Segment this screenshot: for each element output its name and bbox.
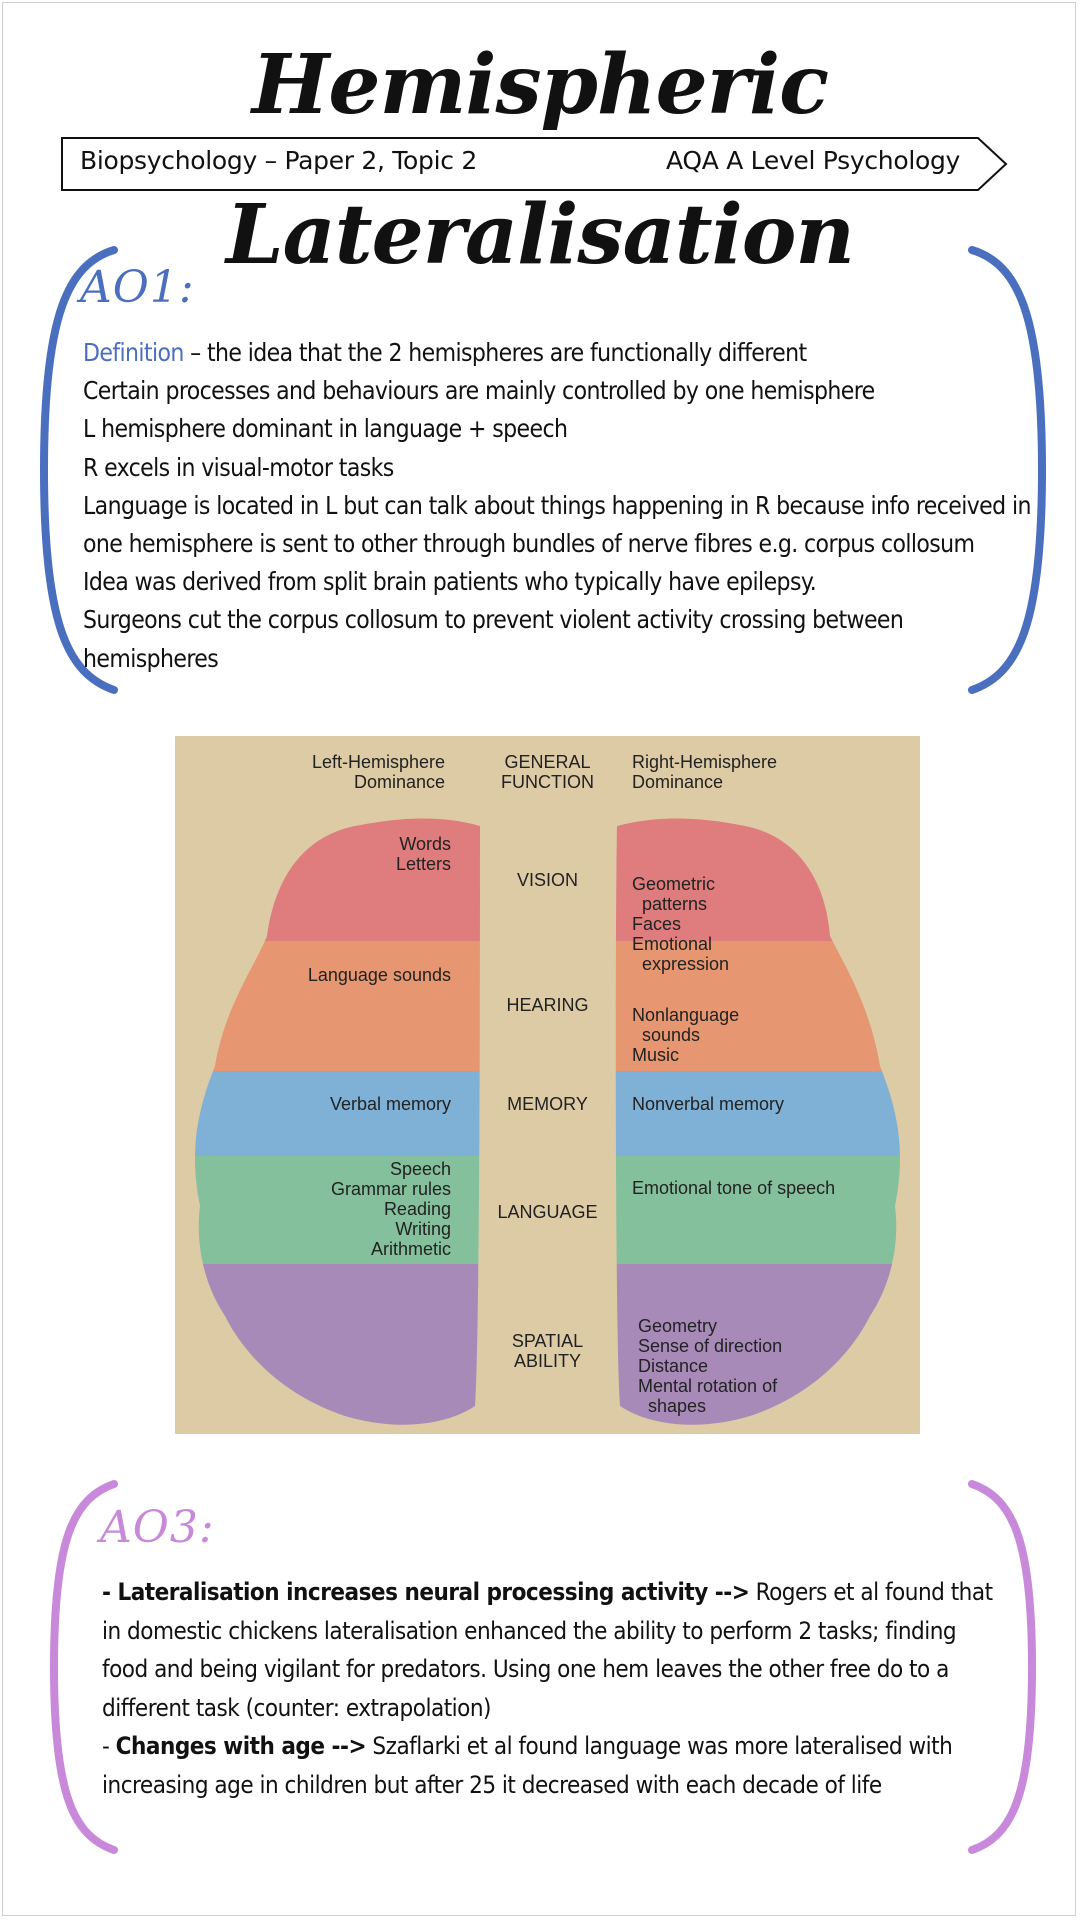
left-hearing-label: Language sounds <box>307 965 451 985</box>
function-language: LANGUAGE <box>497 1202 598 1222</box>
ao3-heading: AO3: <box>100 1502 215 1553</box>
left-memory-label: Verbal memory <box>329 1094 451 1114</box>
ao3-line: food and being vigilant for predators. U… <box>102 1655 949 1684</box>
ao1-line: Surgeons cut the corpus collosum to prev… <box>83 605 904 635</box>
ao3-point2-line: - Changes with age --> Szaflarki et al f… <box>102 1732 953 1761</box>
page-title: Hemispheric Lateralisation <box>225 37 855 283</box>
ao1-right-bracket <box>968 246 1047 694</box>
topic-banner: Biopsychology – Paper 2, Topic 2 AQA A L… <box>60 136 1010 192</box>
right-memory-band <box>615 1071 900 1156</box>
ao1-line: L hemisphere dominant in language + spee… <box>83 414 568 444</box>
ao1-definition-line: Definition – the idea that the 2 hemisph… <box>83 334 1003 372</box>
ao1-heading: AO1: <box>80 262 195 313</box>
left-language-band <box>195 1156 480 1264</box>
definition-word: Definition <box>83 338 184 367</box>
right-language-label: Emotional tone of speech <box>632 1178 836 1198</box>
banner-topic: Biopsychology – Paper 2, Topic 2 <box>80 146 477 175</box>
ao1-line: Idea was derived from split brain patien… <box>83 567 817 597</box>
ao3-point1-line: - Lateralisation increases neural proces… <box>102 1578 993 1606</box>
ao3-left-bracket <box>49 1480 118 1854</box>
brain-shape <box>195 818 900 1425</box>
left-hearing-band <box>195 941 480 1071</box>
definition-text: – the idea that the 2 hemispheres are fu… <box>183 338 807 367</box>
ao3-right-bracket <box>968 1480 1037 1854</box>
right-memory-label: Nonverbal memory <box>632 1094 785 1114</box>
ao1-line: Certain processes and behaviours are mai… <box>83 376 875 406</box>
banner-arrow-shape <box>61 137 1008 191</box>
ao3-line: in domestic chickens lateralisation enha… <box>102 1616 957 1645</box>
ao3-point1-heading: - Lateralisation increases neural proces… <box>102 1578 750 1606</box>
left-spatial-band <box>195 1264 480 1425</box>
function-hearing: HEARING <box>506 995 589 1015</box>
function-vision: VISION <box>516 870 578 890</box>
ao1-line: R excels in visual-motor tasks <box>83 452 394 482</box>
ao1-line: hemispheres <box>83 643 219 673</box>
ao3-body: - Lateralisation increases neural proces… <box>102 1573 993 1805</box>
ao1-line: one hemisphere is sent to other through … <box>83 529 975 559</box>
ao1-left-bracket <box>39 246 118 694</box>
ao3-line: increasing age in children but after 25 … <box>102 1770 882 1799</box>
banner-course: AQA A Level Psychology <box>666 146 961 175</box>
ao1-line: Language is located in L but can talk ab… <box>83 490 1031 520</box>
left-memory-band <box>195 1071 480 1156</box>
function-memory: MEMORY <box>507 1094 588 1114</box>
ao3-line: different task (counter: extrapolation) <box>102 1693 491 1722</box>
ao3-point2-heading: Changes with age --> <box>115 1732 367 1761</box>
ao1-body: Definition – the idea that the 2 hemisph… <box>83 334 1031 678</box>
right-language-band <box>615 1156 900 1264</box>
